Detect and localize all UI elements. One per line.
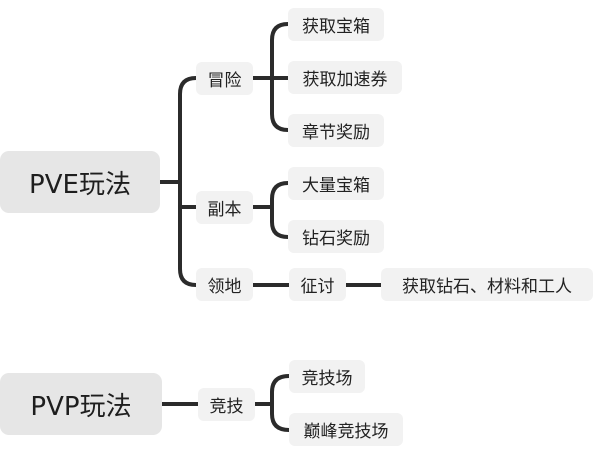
leaf-label: 获取宝箱 [302,17,370,37]
connector-jingji-branches [270,374,291,432]
node-label-zhengtao: 征讨 [300,277,335,297]
leaf-zuanshi-jiangli[interactable]: 钻石奖励 [288,220,384,253]
node-label-jingji: 竞技 [209,397,244,417]
node-fuben[interactable]: 副本 [196,191,253,224]
node-label-maoxian: 冒险 [207,71,242,91]
root-node-pve[interactable]: PVE玩法 [0,151,160,213]
node-maoxian[interactable]: 冒险 [196,62,253,95]
node-jingji[interactable]: 竞技 [198,388,255,421]
leaf-label: 巅峰竞技场 [303,422,389,442]
connector-pve-branches [178,76,198,287]
leaf-label: 获取加速券 [302,70,388,90]
root-label-pvp: PVP玩法 [30,391,132,422]
leaf-daliang-baoxiang[interactable]: 大量宝箱 [288,167,384,200]
node-label-lingdi: 领地 [207,277,242,297]
leaf-label: 钻石奖励 [302,229,370,249]
root-node-pvp[interactable]: PVP玩法 [0,373,162,435]
leaf-label: 章节奖励 [302,123,370,143]
leaf-zhangjie-jiangli[interactable]: 章节奖励 [288,114,384,147]
leaf-huoqu-jiasujuan[interactable]: 获取加速券 [288,61,402,94]
leaf-zuanshi-cailiao-gongren[interactable]: 获取钻石、材料和工人 [381,268,593,301]
node-zhengtao[interactable]: 征讨 [289,268,346,301]
leaf-label: 竞技场 [301,369,353,389]
node-lingdi[interactable]: 领地 [196,268,253,301]
connector-fuben-branches [270,181,290,239]
leaf-dianfeng-jingjichang[interactable]: 巅峰竞技场 [289,413,403,446]
leaf-label: 获取钻石、材料和工人 [402,277,572,297]
leaf-jingjichang[interactable]: 竞技场 [289,360,365,393]
root-label-pve: PVE玩法 [29,169,131,200]
leaf-huoqu-baoxiang[interactable]: 获取宝箱 [288,8,384,41]
leaf-label: 大量宝箱 [302,176,370,196]
node-label-fuben: 副本 [207,200,242,220]
